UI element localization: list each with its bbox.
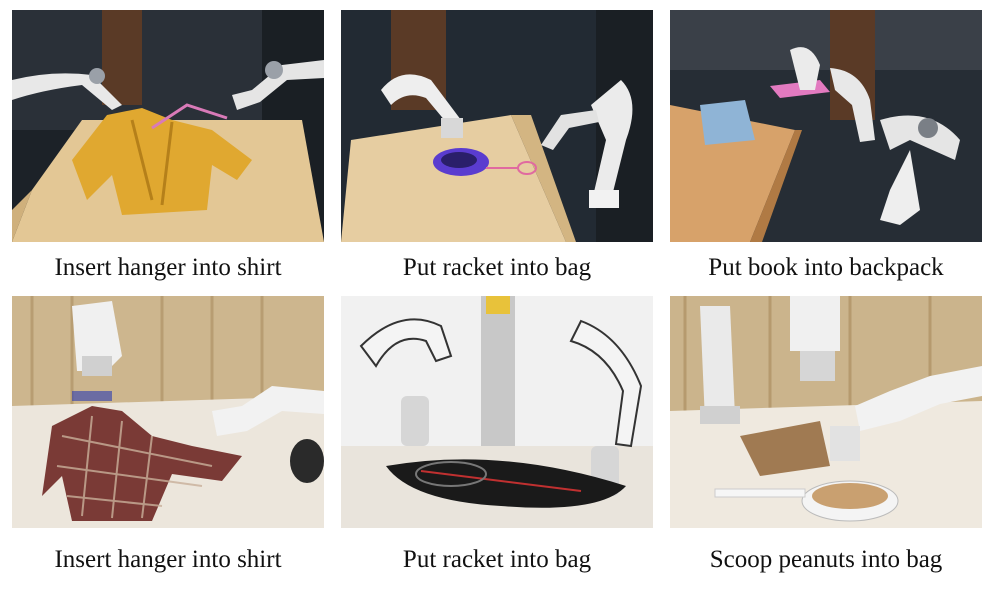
caption-4: Insert hanger into shirt	[54, 546, 282, 573]
caption-3: Put book into backpack	[708, 254, 944, 281]
photo-racket-bag-sim	[341, 10, 653, 242]
caption-2: Put racket into bag	[402, 254, 592, 281]
caption-6: Scoop peanuts into bag	[709, 546, 943, 573]
photo-book-backpack-sim	[670, 10, 982, 242]
photo-hanger-jacket-sim	[12, 10, 324, 242]
photo-hanger-plaid-shirt-real	[12, 296, 324, 528]
photo-scoop-peanuts-real	[670, 296, 982, 528]
caption-5: Put racket into bag	[402, 546, 592, 573]
photo-racket-bag-real	[341, 296, 653, 528]
caption-1: Insert hanger into shirt	[54, 254, 282, 281]
